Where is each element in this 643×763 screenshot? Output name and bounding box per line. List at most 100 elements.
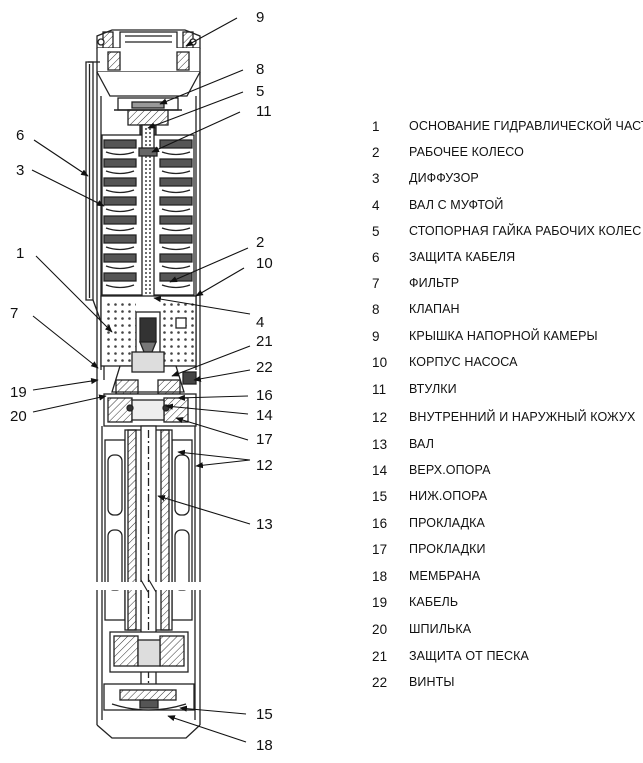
callout-numbers: 9 8 5 11 6 3 1 2 10 4 7 21 22 19 20 16 1… [10,9,273,754]
legend-number: 15 [372,488,388,504]
legend-label: РАБОЧЕЕ КОЛЕСО [409,145,524,159]
legend-number: 11 [372,381,387,397]
legend-number: 2 [372,144,380,160]
legend-item: 2 РАБОЧЕЕ КОЛЕСО [372,142,524,162]
stage-vane [159,234,193,244]
stage-vane [159,139,193,149]
legend-label: НИЖ.ОПОРА [409,489,488,503]
legend-number: 10 [372,354,388,370]
callout-3: 3 [16,162,24,179]
stage-vane [103,196,137,206]
callout-22: 22 [256,359,273,376]
legend-number: 22 [372,674,388,690]
stage-vane [159,215,193,225]
legend-item: 1 ОСНОВАНИЕ ГИДРАВЛИЧЕСКОЙ ЧАСТИ [372,116,643,136]
callout-18: 18 [256,737,273,754]
callout-2: 2 [256,234,264,251]
callout-19: 19 [10,384,27,401]
stage-vane [159,177,193,187]
legend-label: ВТУЛКИ [409,382,457,396]
callout-1: 1 [16,245,24,262]
legend-label: ШПИЛЬКА [409,622,472,636]
stage-impeller-curve [105,208,135,213]
stage-impeller-curve [105,170,135,175]
callout-9: 9 [256,9,264,26]
legend-item: 11 ВТУЛКИ [372,379,457,399]
legend-item: 3 ДИФФУЗОР [372,168,479,188]
callout-16: 16 [256,387,273,404]
stage-vane [103,215,137,225]
callout-7: 7 [10,305,18,322]
callout-15: 15 [256,706,273,723]
stage-impeller-curve [105,265,135,270]
legend-item: 13 ВАЛ [372,434,434,454]
legend-number: 1 [372,118,380,134]
upper-bearing [103,393,197,427]
legend-label: ВАЛ С МУФТОЙ [409,198,504,212]
callout-20: 20 [10,408,27,425]
legend-number: 9 [372,328,380,344]
legend-label: КЛАПАН [409,302,460,316]
legend-number: 19 [372,594,388,610]
legend-number: 14 [372,462,388,478]
legend-label: ДИФФУЗОР [409,171,479,185]
stage-vane [103,253,137,263]
legend-item: 4 ВАЛ С МУФТОЙ [372,195,503,215]
motor-section [95,378,202,725]
legend-label: МЕМБРАНА [409,569,481,583]
legend-number: 8 [372,301,380,317]
stage-vane [103,139,137,149]
stage-impeller-curve [161,151,191,156]
legend-number: 7 [372,275,380,291]
callout-11: 11 [256,103,272,120]
legend-label: ВАЛ [409,437,435,451]
cable-guard [85,61,105,380]
legend-item: 16 ПРОКЛАДКА [372,513,485,533]
callout-6: 6 [16,127,24,144]
legend-label: ОСНОВАНИЕ ГИДРАВЛИЧЕСКОЙ ЧАСТИ [409,119,643,133]
legend-item: 15 НИЖ.ОПОРА [372,486,487,506]
stage-impeller-curve [105,284,135,289]
pump-drawing [85,29,202,739]
stage-vane [103,234,137,244]
callout-4: 4 [256,314,264,331]
legend-label: ФИЛЬТР [409,276,460,290]
stage-vane [159,253,193,263]
lower-bearing-membrane [96,631,201,739]
legend-number: 13 [372,436,388,452]
callout-8: 8 [256,61,264,78]
legend-number: 5 [372,223,380,239]
legend-number: 20 [372,621,388,637]
stage-impeller-curve [105,189,135,194]
stage-vane [103,177,137,187]
legend-label: ПРОКЛАДКИ [409,542,486,556]
legend-number: 4 [372,197,380,213]
legend-number: 21 [372,648,388,664]
legend-item: 7 ФИЛЬТР [372,273,459,293]
legend-item: 20 ШПИЛЬКА [372,619,471,639]
callout-10: 10 [256,255,273,272]
legend-label: ЗАЩИТА КАБЕЛЯ [409,250,516,264]
stage-impeller-curve [105,246,135,251]
legend-number: 16 [372,515,388,531]
callout-13: 13 [256,516,273,533]
legend-label: ВНУТРЕННИЙ И НАРУЖНЫЙ КОЖУХ [409,410,636,424]
stage-impeller-curve [161,284,191,289]
legend-number: 3 [372,170,380,186]
stage-vane [103,158,137,168]
stage-impeller-curve [161,246,191,251]
legend-label: СТОПОРНАЯ ГАЙКА РАБОЧИХ КОЛЕС [409,224,642,238]
stage-impeller-curve [161,265,191,270]
impeller-diffuser-stages [103,139,193,289]
legend-label: ЗАЩИТА ОТ ПЕСКА [409,649,529,663]
legend-label: КАБЕЛЬ [409,595,459,609]
legend-label: ПРОКЛАДКА [409,516,485,530]
stage-impeller-curve [161,189,191,194]
stage-impeller-curve [105,227,135,232]
